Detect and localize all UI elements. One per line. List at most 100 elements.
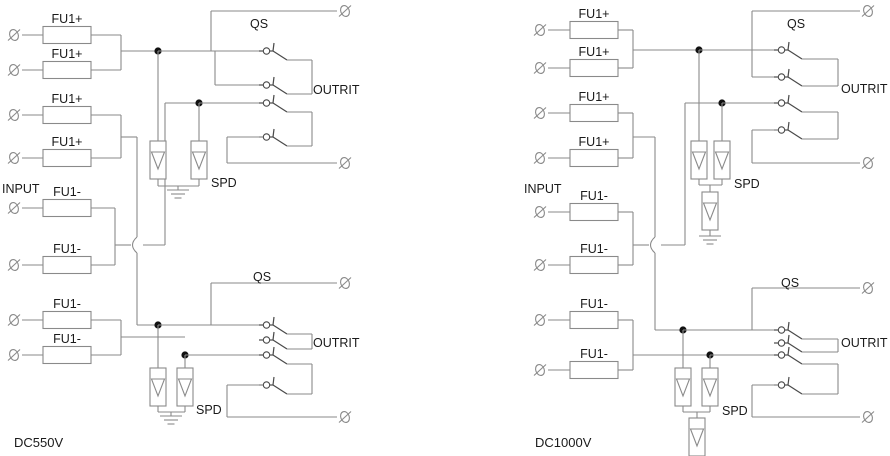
input-terminal[interactable] bbox=[533, 150, 547, 166]
right-switch-top[interactable]: QS OUTRIT bbox=[699, 3, 888, 171]
fuse-symbol bbox=[42, 105, 92, 125]
switch-pole[interactable] bbox=[258, 42, 288, 61]
input-terminal[interactable] bbox=[7, 312, 21, 328]
input-terminal[interactable] bbox=[7, 107, 21, 123]
output-terminal[interactable] bbox=[338, 155, 352, 171]
switch-pole[interactable] bbox=[258, 94, 288, 113]
fuse-label: FU1- bbox=[53, 297, 81, 311]
input-terminal[interactable] bbox=[533, 204, 547, 220]
left-spd-bottom: SPD bbox=[149, 321, 222, 425]
fuse-symbol bbox=[569, 103, 619, 123]
input-terminal[interactable] bbox=[533, 362, 547, 378]
switch-pole[interactable] bbox=[258, 331, 288, 350]
ground-symbol bbox=[166, 189, 190, 199]
switch-pole[interactable] bbox=[773, 121, 803, 140]
left-input-group-bot-negative bbox=[7, 310, 185, 365]
spd-symbol bbox=[149, 367, 167, 407]
right-input-group-mid-positive bbox=[533, 103, 683, 331]
input-terminal[interactable] bbox=[7, 257, 21, 273]
right-input-group-bot-negative bbox=[533, 310, 710, 380]
voltage-label-right: DC1000V bbox=[535, 435, 592, 450]
left-spd-top: SPD bbox=[149, 47, 237, 199]
fuse-label: FU1- bbox=[53, 242, 81, 256]
fuse-label: FU1- bbox=[53, 185, 81, 199]
fuse-symbol bbox=[42, 25, 92, 45]
left-input-group-top-positive bbox=[7, 25, 176, 80]
fuse-symbol bbox=[569, 58, 619, 78]
output-label-top: OUTRIT bbox=[841, 82, 888, 96]
output-label-bottom: OUTRIT bbox=[313, 336, 360, 350]
spd-label-bottom: SPD bbox=[722, 404, 748, 418]
fuse-symbol bbox=[569, 310, 619, 330]
input-terminal[interactable] bbox=[7, 347, 21, 363]
switch-label-top: QS bbox=[787, 17, 805, 31]
fuse-symbol bbox=[42, 148, 92, 168]
switch-pole[interactable] bbox=[258, 376, 288, 395]
output-terminal[interactable] bbox=[861, 409, 875, 425]
switch-pole[interactable] bbox=[258, 128, 288, 147]
switch-pole[interactable] bbox=[258, 316, 288, 335]
input-terminal[interactable] bbox=[533, 257, 547, 273]
output-label-bottom: OUTRIT bbox=[841, 336, 888, 350]
switch-pole[interactable] bbox=[773, 376, 803, 395]
ground-symbol bbox=[159, 415, 183, 425]
left-switch-bottom[interactable]: QS OUTRIT bbox=[158, 270, 360, 425]
fuse-symbol bbox=[42, 345, 92, 365]
input-terminal[interactable] bbox=[7, 62, 21, 78]
fuse-label: FU1+ bbox=[52, 92, 83, 106]
switch-pole[interactable] bbox=[773, 321, 803, 340]
switch-pole[interactable] bbox=[773, 94, 803, 113]
fuse-label: FU1+ bbox=[52, 12, 83, 26]
left-switch-top[interactable]: QS OUTRIT bbox=[158, 3, 360, 171]
fuse-label: FU1- bbox=[580, 297, 608, 311]
fuse-label: FU1+ bbox=[579, 45, 610, 59]
fuse-symbol bbox=[569, 255, 619, 275]
input-terminal[interactable] bbox=[533, 22, 547, 38]
spd-symbol bbox=[674, 367, 692, 407]
switch-pole[interactable] bbox=[258, 76, 288, 95]
input-terminal[interactable] bbox=[533, 60, 547, 76]
fuse-symbol bbox=[569, 202, 619, 222]
spd-symbol bbox=[176, 367, 194, 407]
right-spd-top: SPD bbox=[690, 46, 760, 245]
input-label: INPUT bbox=[524, 182, 562, 196]
voltage-label-left: DC550V bbox=[14, 435, 63, 450]
output-terminal[interactable] bbox=[861, 280, 875, 296]
switch-pole[interactable] bbox=[773, 41, 803, 60]
fuse-label: FU1- bbox=[580, 189, 608, 203]
ground-symbol bbox=[698, 235, 722, 245]
spd-symbol bbox=[688, 417, 706, 456]
fuse-symbol bbox=[42, 198, 92, 218]
left-input-group-mid-positive bbox=[7, 105, 158, 326]
fuse-symbol bbox=[569, 148, 619, 168]
input-terminal[interactable] bbox=[7, 27, 21, 43]
output-terminal[interactable] bbox=[338, 275, 352, 291]
input-terminal[interactable] bbox=[533, 105, 547, 121]
right-switch-bottom[interactable]: QS OUTRIT bbox=[683, 276, 888, 425]
output-label-top: OUTRIT bbox=[313, 83, 360, 97]
fuse-symbol bbox=[42, 255, 92, 275]
right-input-group-mid-negative bbox=[533, 102, 722, 275]
input-terminal[interactable] bbox=[7, 150, 21, 166]
input-terminal[interactable] bbox=[533, 312, 547, 328]
switch-pole[interactable] bbox=[773, 334, 803, 353]
fuse-symbol bbox=[569, 20, 619, 40]
spd-label-top: SPD bbox=[734, 177, 760, 191]
right-input-group-top-positive bbox=[533, 20, 699, 78]
output-terminal[interactable] bbox=[861, 155, 875, 171]
fuse-label: FU1- bbox=[580, 347, 608, 361]
right-spd-bottom: SPD bbox=[674, 326, 748, 456]
input-terminal[interactable] bbox=[7, 200, 21, 216]
spd-symbol bbox=[190, 140, 208, 180]
switch-pole[interactable] bbox=[258, 346, 288, 365]
output-terminal[interactable] bbox=[338, 3, 352, 19]
fuse-label: FU1+ bbox=[579, 135, 610, 149]
input-label: INPUT bbox=[2, 182, 40, 196]
fuse-label: FU1- bbox=[580, 242, 608, 256]
fuse-label: FU1+ bbox=[579, 7, 610, 21]
switch-pole[interactable] bbox=[773, 68, 803, 87]
fuse-symbol bbox=[569, 360, 619, 380]
output-terminal[interactable] bbox=[338, 409, 352, 425]
output-terminal[interactable] bbox=[861, 3, 875, 19]
